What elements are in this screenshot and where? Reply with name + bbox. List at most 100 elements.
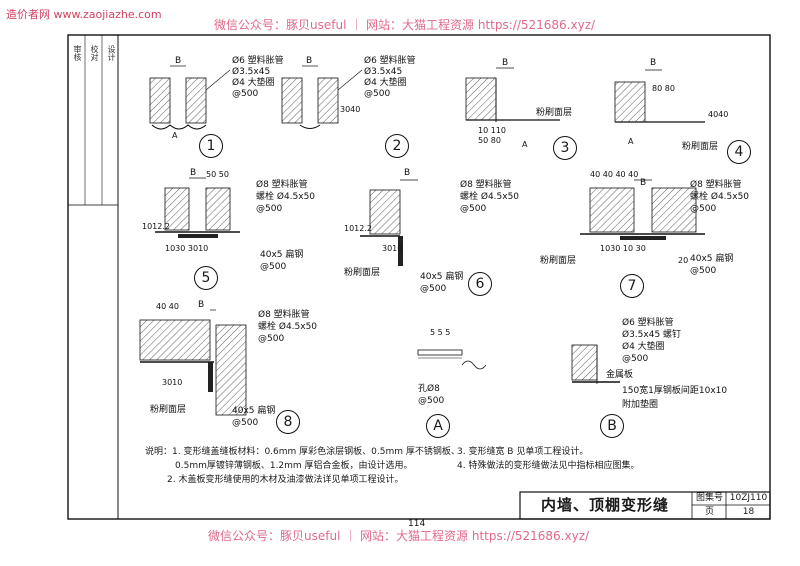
detail-4-tag: A [628,137,634,146]
note-4: 4. 特殊做法的变形缝做法见中指标相应图集。 [457,461,640,471]
detail-a-number: A [426,414,450,438]
set-value: 10ZJ110 [729,493,768,503]
detail-8-note-2: 螺栓 Ø4.5x50 [258,322,318,332]
detail-2-side-dim: 3040 [340,105,361,114]
notes-left: 说明：1. 变形缝盖缝板材料：0.6mm 厚彩色涂层钢板、0.5mm 厚不锈钢板… [145,445,460,487]
title-block-frame [519,491,771,520]
detail-1-number: 1 [199,134,223,158]
detail-8-finish: 粉刷面层 [150,405,187,415]
detail-5-side-dim: 1012.2 [142,222,170,231]
detail-5-note-1: Ø8 塑料胀管 [256,180,308,190]
watermark-site: 造价者网 www.zaojiazhe.com [6,8,162,21]
detail-8-bottom-dim: 3010 [162,378,183,387]
detail-5-dim: B [190,168,197,178]
set-label: 图集号 [695,493,723,503]
detail-7-bottom-dim-2: 20 [678,256,689,265]
detail-b-note-4: @500 [622,354,649,364]
sheet-number: 114 [408,519,426,529]
detail-3-dim: B [502,58,509,68]
note-1b: 0.5mm厚镀锌薄钢板、1.2mm 厚铝合金板，由设计选用。 [175,461,413,471]
detail-6-steel: 40x5 扁钢 [420,272,464,282]
detail-a-graphic [417,349,487,370]
detail-b-graphic [571,344,620,384]
detail-a-bottom: 孔Ø8 [418,384,440,394]
detail-7-finish: 粉刷面层 [540,256,577,266]
detail-b-note-2: Ø3.5x45 螺钉 [622,330,682,340]
page-label: 页 [704,507,714,517]
detail-5-top-dim: 50 50 [206,170,229,179]
note-3: 3. 变形缝宽 B 见单项工程设计。 [457,447,589,457]
detail-7-bottom-dim: 1030 10 30 [600,244,646,253]
detail-2-note-2: Ø3.5x45 [364,67,403,77]
detail-4-side-dim: 4040 [708,110,729,119]
detail-4-finish: 粉刷面层 [682,142,719,152]
detail-4-graphic [614,69,705,123]
detail-3-bottom-dim-2: 50 80 [478,136,501,145]
detail-5-bottom-dim: 1030 3010 [165,244,209,253]
note-1a: 说明：1. 变形缝盖缝板材料：0.6mm 厚彩色涂层钢板、0.5mm 厚不锈钢板… [145,447,460,457]
detail-6-number: 6 [468,272,492,296]
detail-1-note-1: Ø6 塑料胀管 [232,56,284,66]
detail-7-note-3: @500 [690,204,717,214]
detail-2-note-4: @500 [364,89,391,99]
detail-8-number: 8 [276,410,300,434]
detail-2-note-3: Ø4 大垫圈 [364,78,407,88]
detail-8-steel-spacing: @500 [232,418,259,428]
detail-8-dim: B [198,300,205,310]
detail-6-note-3: @500 [460,204,487,214]
detail-7-dim: B [640,178,647,188]
watermark-top: 微信公众号：豚贝useful ｜ 网站：大猫工程资源 https://52168… [214,18,596,32]
watermark-bottom: 微信公众号：豚贝useful ｜ 网站：大猫工程资源 https://52168… [208,529,590,543]
detail-2-graphic [281,65,363,129]
detail-4-dim: B [650,58,657,68]
detail-5-graphic [155,177,240,238]
detail-8-graphic [139,309,247,416]
detail-5-steel: 40x5 扁钢 [260,250,304,260]
detail-8-steel: 40x5 扁钢 [232,406,276,416]
detail-3-graphic [465,67,560,122]
detail-8-note-3: @500 [258,334,285,344]
detail-b-number: B [600,414,624,438]
detail-b-note-1: Ø6 塑料胀管 [622,318,674,328]
detail-5-note-3: @500 [256,204,283,214]
detail-4-top-dim: 80 80 [652,84,675,93]
detail-a-top-dim: 5 5 5 [430,328,451,337]
detail-3-bottom-dim: 10 110 [478,126,506,135]
detail-7-graphic [580,179,705,240]
detail-7-steel-spacing: @500 [690,266,717,276]
detail-6-note-1: Ø8 塑料胀管 [460,180,512,190]
detail-2-dim: B [306,56,313,66]
detail-3-finish: 粉刷面层 [536,108,573,118]
sheet-frame [67,34,771,520]
detail-7-note-2: 螺栓 Ø4.5x50 [690,192,750,202]
detail-3-tag: A [522,140,528,149]
detail-2-number: 2 [385,134,409,158]
detail-1-tag: A [172,131,178,140]
side-table-check: 校对 [90,45,99,61]
detail-b-plate: 150宽1厚钢板间距10x10 [622,386,728,396]
detail-1-dim: B [175,56,182,66]
detail-6-side-dim: 1012.2 [344,224,372,233]
detail-6-note-2: 螺栓 Ø4.5x50 [460,192,520,202]
note-2: 2. 木盖板变形缝使用的木材及油漆做法详见单项工程设计。 [167,475,404,485]
detail-1-note-2: Ø3.5x45 [232,67,271,77]
detail-6-graphic [360,179,418,266]
page-value: 18 [742,507,755,517]
detail-b-washer: 附加垫圈 [622,400,659,410]
detail-4-number: 4 [727,140,751,164]
detail-a-bottom-2: @500 [418,396,445,406]
detail-7-top-dim: 40 40 40 40 [590,170,639,179]
side-table-design: 设计 [107,45,116,61]
drawing-title: 内墙、顶棚变形缝 [540,496,669,514]
detail-3-number: 3 [553,136,577,160]
detail-6-bottom-dim: 3010 [382,244,403,253]
notes-right: 3. 变形缝宽 B 见单项工程设计。 4. 特殊做法的变形缝做法见中指标相应图集… [457,445,639,473]
side-table-review: 审核 [73,45,82,61]
detail-7-note-1: Ø8 塑料胀管 [690,180,742,190]
detail-5-steel-spacing: @500 [260,262,287,272]
side-table-frame [67,34,119,206]
detail-1-note-3: Ø4 大垫圈 [232,78,275,88]
detail-7-number: 7 [620,274,644,298]
detail-6-dim: B [404,168,411,178]
